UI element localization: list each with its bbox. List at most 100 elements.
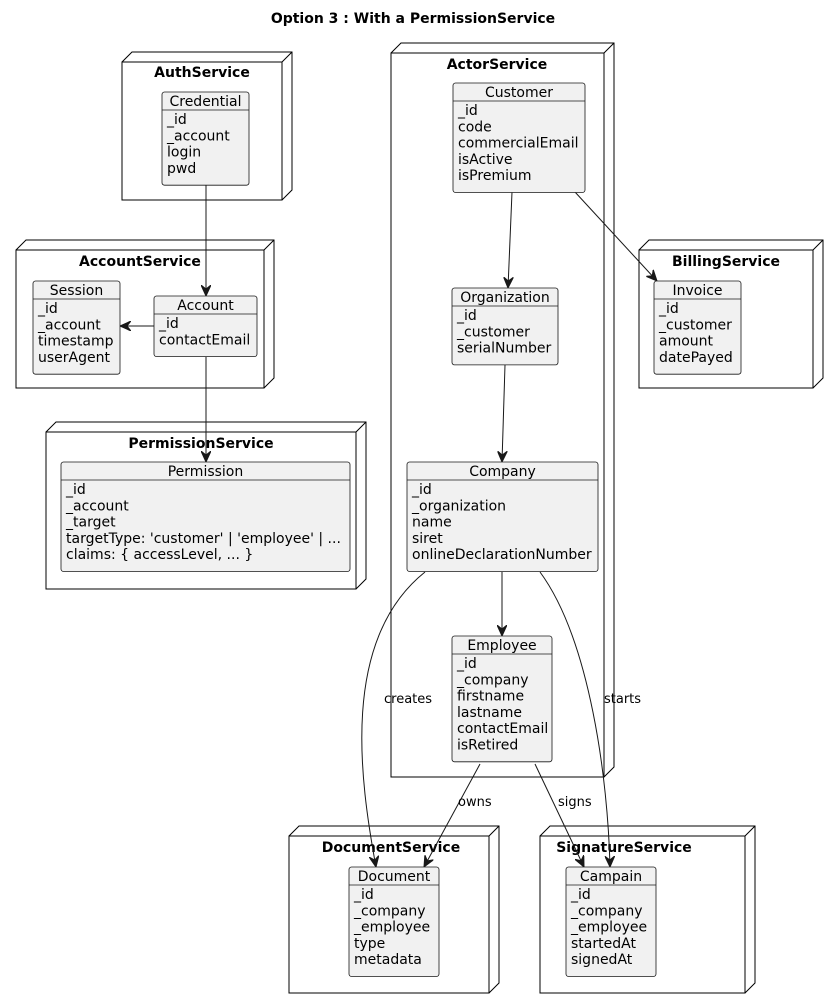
object-name: Account	[177, 298, 234, 314]
object-field: _employee	[353, 920, 430, 936]
object-field: contactEmail	[159, 332, 250, 348]
object-field: serialNumber	[457, 341, 552, 357]
object-field: _id	[158, 316, 179, 332]
object-field: isRetired	[457, 738, 518, 754]
edge-labels: creates starts owns signs	[384, 692, 641, 810]
object-field: amount	[659, 334, 714, 350]
object-field: _target	[65, 515, 116, 531]
object-name: Invoice	[672, 283, 722, 299]
edge-company-campaign	[539, 571, 610, 867]
object-field: commercialEmail	[458, 136, 579, 152]
node-label-actor-service: ActorService	[447, 57, 548, 73]
object-field: datePayed	[659, 350, 733, 366]
node-label-billing-service: BillingService	[672, 254, 780, 270]
edge-customer-organization	[508, 191, 512, 288]
object-field: _id	[411, 482, 432, 498]
edge-label-creates: creates	[384, 692, 432, 707]
object-field: _employee	[570, 920, 647, 936]
object-field: startedAt	[571, 936, 636, 952]
object-field: _account	[65, 498, 129, 514]
object-field: metadata	[354, 952, 422, 968]
object-field: _id	[456, 308, 477, 324]
object-employee: Employee_id_companyfirstnamelastnamecont…	[451, 635, 553, 763]
object-field: code	[458, 119, 492, 135]
object-field: _account	[37, 317, 101, 333]
object-box	[452, 82, 586, 193]
object-field: pwd	[167, 161, 196, 177]
object-name: Customer	[485, 85, 553, 101]
node-label-account-service: AccountService	[79, 254, 201, 270]
object-field: _customer	[456, 324, 530, 340]
node-label-auth-service: AuthService	[154, 65, 250, 81]
object-name: Employee	[467, 638, 536, 654]
object-customer: Customer _idcodecommercialEmailisActiveis…	[452, 82, 586, 193]
object-box	[406, 461, 599, 572]
object-field: _id	[37, 301, 58, 317]
object-name: Campain	[580, 869, 642, 885]
object-field: _id	[166, 112, 187, 128]
edge-company-document	[361, 571, 426, 867]
object-field: _company	[353, 903, 426, 919]
object-field: isPremium	[458, 168, 531, 184]
object-name: Credential	[169, 94, 241, 110]
object-permission: Permission _id_account_targettargetType: …	[60, 461, 351, 572]
edge-organization-company	[502, 364, 505, 462]
object-field: contactEmail	[457, 721, 548, 737]
object-campaign: Campain _id_company_employeestartedAtsign…	[565, 866, 657, 977]
object-name: Document	[358, 869, 431, 885]
object-box	[565, 866, 657, 977]
object-name: Company	[469, 464, 536, 480]
node-label-signature-service: SignatureService	[556, 840, 692, 856]
edge-label-starts: starts	[604, 692, 641, 707]
object-box	[161, 91, 250, 186]
edge-employee-campaign	[534, 763, 584, 867]
object-name: Permission	[168, 464, 244, 480]
object-box	[451, 287, 559, 366]
object-field: _account	[166, 128, 230, 144]
object-field: targetType: 'customer' | 'employee' | ..…	[66, 531, 341, 547]
objects: Credential_id_accountloginpwdSession_id_…	[32, 82, 742, 977]
object-field: _organization	[411, 498, 506, 514]
object-field: timestamp	[38, 334, 114, 350]
object-field: _id	[65, 482, 86, 498]
object-field: name	[412, 515, 452, 531]
object-box	[348, 866, 440, 977]
object-field: _company	[456, 672, 529, 688]
object-name: Session	[50, 283, 103, 299]
node-label-permission-service: PermissionService	[128, 436, 273, 452]
object-field: _id	[353, 887, 374, 903]
object-box	[153, 295, 258, 357]
object-field: _id	[457, 103, 478, 119]
object-field: userAgent	[38, 350, 110, 366]
edge-label-signs: signs	[558, 795, 592, 810]
object-field: _company	[570, 903, 643, 919]
node-label-document-service: DocumentService	[322, 840, 460, 856]
object-field: firstname	[457, 689, 524, 705]
object-field: isActive	[458, 152, 513, 168]
object-field: lastname	[457, 705, 522, 721]
object-field: siret	[412, 531, 443, 547]
object-company: Company _id_organizationnamesiretonlineDe…	[406, 461, 599, 572]
object-box	[653, 280, 742, 375]
object-field: claims: { accessLevel, ... }	[66, 547, 253, 563]
object-field: signedAt	[571, 952, 633, 968]
object-field: _id	[570, 887, 591, 903]
object-box	[32, 280, 121, 375]
edge-label-owns: owns	[458, 795, 492, 810]
object-field: _customer	[658, 317, 732, 333]
object-field: login	[167, 145, 201, 161]
object-box	[451, 635, 553, 763]
object-field: _id	[658, 301, 679, 317]
edge-employee-document	[424, 763, 481, 867]
object-field: onlineDeclarationNumber	[412, 547, 592, 563]
object-field: type	[354, 936, 385, 952]
edges	[120, 184, 657, 867]
object-name: Organization	[460, 290, 550, 306]
